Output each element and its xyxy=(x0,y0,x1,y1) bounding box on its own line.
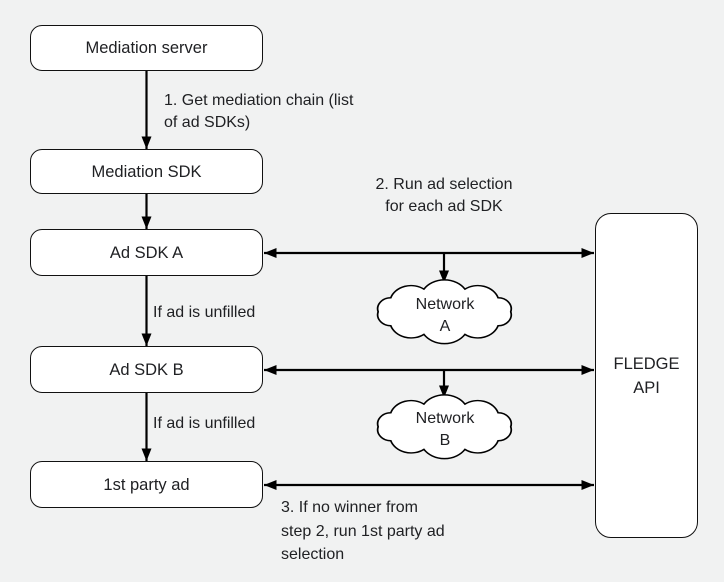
network-a-line2: A xyxy=(439,317,451,335)
step1-annotation: 1. Get mediation chain (list of ad SDKs) xyxy=(164,90,353,134)
step2-line2: for each ad SDK xyxy=(385,198,503,215)
mediation-sdk-label: Mediation SDK xyxy=(91,162,202,181)
step2-annotation: 2. Run ad selection for each ad SDK xyxy=(344,174,544,218)
unfilled-b-text: If ad is unfilled xyxy=(153,415,256,432)
unfilled-annotation-a: If ad is unfilled xyxy=(153,302,255,324)
network-b-label: Network B xyxy=(371,408,519,451)
network-b-cloud xyxy=(376,394,513,460)
fledge-api-label-line1: FLEDGE xyxy=(613,354,680,373)
fledge-api-box: FLEDGE API xyxy=(595,213,698,538)
step3-annotation: 3. If no winner from step 2, run 1st par… xyxy=(281,496,445,567)
ad-sdk-b-box: Ad SDK B xyxy=(30,346,263,393)
ad-sdk-b-label: Ad SDK B xyxy=(109,360,184,379)
network-b-line2: B xyxy=(439,431,451,449)
mediation-sdk-box: Mediation SDK xyxy=(30,149,263,194)
network-a-cloud xyxy=(376,279,513,345)
mediation-server-box: Mediation server xyxy=(30,25,263,71)
fledge-api-label-line2: API xyxy=(633,378,660,397)
mediation-server-label: Mediation server xyxy=(85,39,208,57)
step1-line2: of ad SDKs) xyxy=(164,114,251,131)
unfilled-annotation-b: If ad is unfilled xyxy=(153,413,255,435)
network-a-line1: Network xyxy=(415,296,475,313)
network-a-label: Network A xyxy=(371,294,519,337)
ad-sdk-a-label: Ad SDK A xyxy=(109,243,184,262)
unfilled-a-text: If ad is unfilled xyxy=(153,304,256,321)
step3-line2: step 2, run 1st party ad xyxy=(281,522,445,540)
step2-line1: 2. Run ad selection xyxy=(375,176,513,193)
ad-sdk-a-box: Ad SDK A xyxy=(30,229,263,276)
first-party-ad-label: 1st party ad xyxy=(103,475,190,494)
network-b-line1: Network xyxy=(415,410,475,427)
first-party-ad-box: 1st party ad xyxy=(30,461,263,508)
step3-line3: selection xyxy=(281,546,345,563)
step1-line1: 1. Get mediation chain (list xyxy=(164,92,354,109)
step3-line1: 3. If no winner from xyxy=(281,499,418,516)
